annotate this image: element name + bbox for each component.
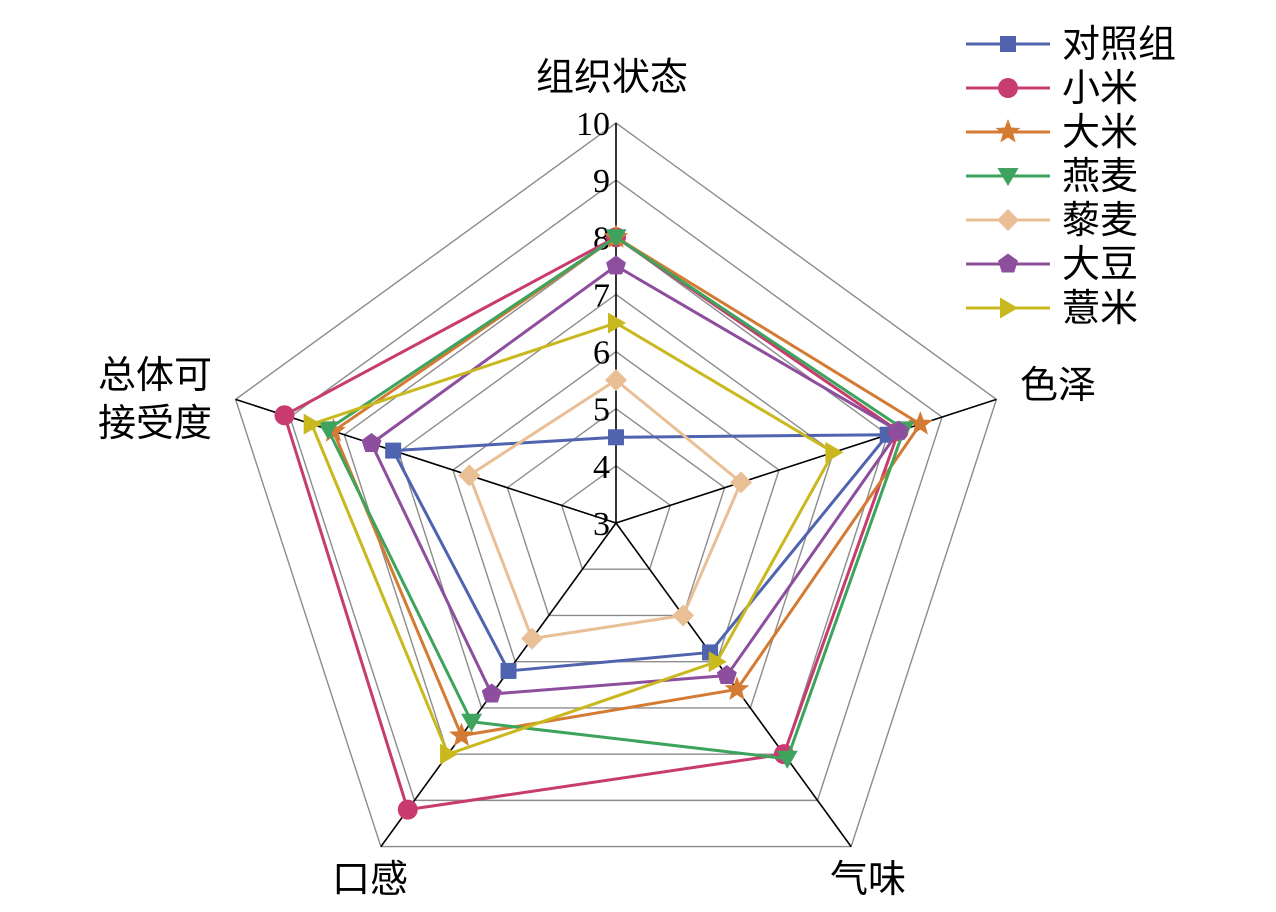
- series-5: [361, 255, 909, 703]
- data-point-5-4: [361, 433, 382, 453]
- tick-label-5: 5: [593, 392, 610, 429]
- data-point-2-2: [724, 676, 750, 700]
- grid-ring-8: [343, 236, 889, 755]
- legend-marker-5: [998, 253, 1018, 273]
- axis-label-0-line-0: 组织状态: [536, 55, 688, 99]
- radar-axes: [235, 123, 997, 848]
- legend-marker-2: [995, 119, 1021, 143]
- data-point-5-1: [888, 420, 909, 440]
- legend-label-6: 薏米: [1062, 286, 1138, 330]
- data-point-6-1: [825, 441, 844, 463]
- legend-item-5: 大豆: [966, 242, 1138, 286]
- axis-label-4-line-1: 接受度: [98, 401, 212, 445]
- tick-label-7: 7: [593, 277, 610, 314]
- data-point-6-3: [440, 743, 459, 765]
- data-point-4-3: [521, 627, 544, 650]
- axis-spoke-4: [235, 398, 617, 524]
- legend-label-1: 小米: [1062, 66, 1138, 110]
- legend-label-2: 大米: [1062, 110, 1138, 154]
- data-point-5-2: [716, 665, 737, 685]
- axis-label-4-line-0: 总体可: [98, 353, 212, 397]
- legend-marker-6: [1000, 297, 1018, 319]
- data-point-2-3: [449, 722, 474, 747]
- grid-ring-5: [506, 407, 726, 617]
- tick-label-3: 3: [593, 506, 610, 543]
- data-point-1-4: [274, 405, 295, 426]
- data-point-6-4: [303, 413, 322, 435]
- data-point-3-3: [461, 713, 483, 732]
- legend-marker-4: [997, 209, 1019, 231]
- data-point-0-0: [608, 429, 624, 446]
- series-3: [317, 229, 915, 769]
- data-point-0-3: [500, 662, 517, 679]
- data-point-4-4: [458, 464, 481, 487]
- data-point-0-4: [385, 442, 402, 459]
- legend-label-0: 对照组: [1062, 22, 1176, 66]
- legend-item-3: 燕麦: [966, 154, 1138, 198]
- legend-label-5: 大豆: [1062, 242, 1138, 286]
- legend-label-4: 藜麦: [1062, 198, 1138, 242]
- legend-item-6: 薏米: [966, 286, 1138, 330]
- tick-label-10: 10: [576, 106, 610, 143]
- tick-label-6: 6: [593, 335, 610, 372]
- data-point-3-0: [605, 229, 627, 248]
- axis-spoke-3: [380, 522, 617, 848]
- data-point-3-4: [317, 421, 339, 440]
- data-point-4-1: [729, 471, 752, 494]
- series-line-4: [467, 378, 743, 641]
- series-line-6: [310, 321, 835, 756]
- grid-ring-7: [397, 293, 835, 709]
- data-point-2-1: [907, 411, 933, 435]
- legend-item-1: 小米: [966, 66, 1138, 110]
- data-point-6-0: [608, 312, 626, 334]
- grid-ring-10: [234, 122, 998, 848]
- data-point-5-3: [481, 683, 502, 703]
- series-line-0: [391, 433, 890, 673]
- axis-spoke-1: [615, 398, 997, 524]
- legend-item-0: 对照组: [966, 22, 1176, 66]
- radar-grid: [234, 122, 998, 848]
- grid-ring-4: [560, 464, 672, 570]
- series-4: [458, 369, 752, 650]
- series-line-1: [282, 235, 901, 812]
- legend-marker-1: [998, 78, 1018, 98]
- data-point-6-2: [708, 651, 727, 673]
- tick-label-9: 9: [593, 163, 610, 200]
- legend-marker-0: [1000, 36, 1016, 52]
- legend-item-4: 藜麦: [966, 198, 1138, 242]
- legend-label-3: 燕麦: [1062, 154, 1138, 198]
- series-0: [385, 426, 896, 679]
- axis-label-3-line-0: 口感: [332, 857, 408, 901]
- axis-label-2-line-0: 气味: [830, 857, 906, 901]
- data-series: [274, 224, 933, 820]
- series-line-5: [369, 264, 901, 696]
- axis-spoke-2: [615, 522, 852, 848]
- data-point-4-0: [605, 369, 627, 392]
- series-line-2: [331, 235, 922, 738]
- tick-label-4: 4: [593, 449, 610, 486]
- legend-marker-3: [997, 168, 1019, 186]
- data-point-3-2: [776, 750, 798, 769]
- series-line-3: [326, 235, 906, 761]
- data-point-5-0: [606, 255, 626, 275]
- data-point-1-3: [397, 799, 418, 820]
- series-6: [303, 312, 844, 765]
- data-point-4-2: [672, 604, 695, 627]
- grid-ring-9: [289, 179, 943, 802]
- axis-label-1-line-0: 色泽: [1020, 363, 1096, 407]
- legend-item-2: 大米: [966, 110, 1138, 154]
